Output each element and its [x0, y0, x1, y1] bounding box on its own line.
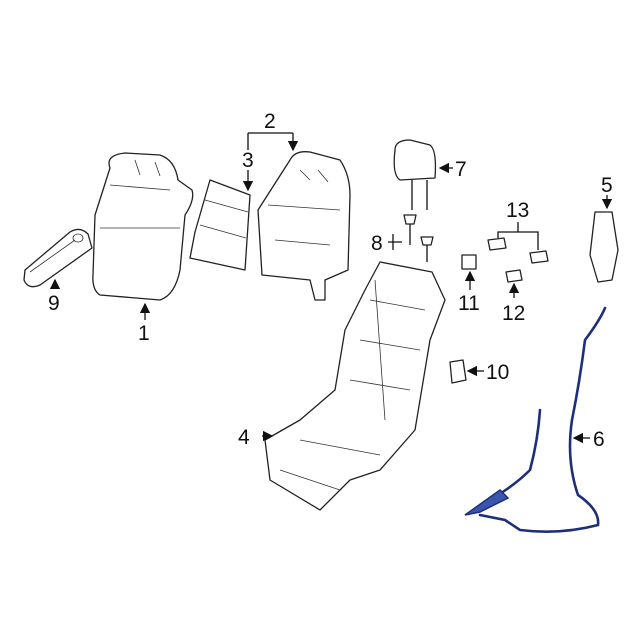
callout-6: 6 [593, 428, 605, 451]
part-armrest[interactable] [23, 228, 93, 288]
callout-7: 7 [455, 158, 467, 181]
part-clip-12[interactable] [505, 269, 523, 283]
callout-1: 1 [138, 322, 150, 345]
leader-lines [49, 132, 613, 444]
part-trim-5[interactable] [589, 211, 619, 283]
part-seat-back-frame[interactable] [257, 151, 351, 301]
part-seat-frame[interactable] [264, 261, 446, 511]
callout-10: 10 [486, 361, 509, 384]
part-headrest-guides[interactable] [403, 214, 434, 262]
callout-2: 2 [264, 110, 276, 133]
callout-4: 4 [238, 426, 250, 449]
part-switch-10[interactable] [449, 359, 467, 384]
callout-13: 13 [506, 199, 529, 222]
part-headrest[interactable] [393, 139, 437, 210]
callout-9: 9 [48, 292, 60, 315]
callout-11: 11 [458, 292, 480, 315]
callout-8: 8 [371, 232, 383, 255]
callout-5: 5 [601, 174, 613, 197]
part-seat-back-cover[interactable] [92, 152, 194, 301]
part-clip-11[interactable] [461, 254, 477, 270]
callout-3: 3 [242, 149, 254, 172]
part-seat-back-pad[interactable] [189, 179, 251, 271]
part-clips-13[interactable] [487, 237, 549, 264]
part-cable-assembly[interactable] [464, 306, 607, 533]
callout-12: 12 [502, 302, 525, 325]
